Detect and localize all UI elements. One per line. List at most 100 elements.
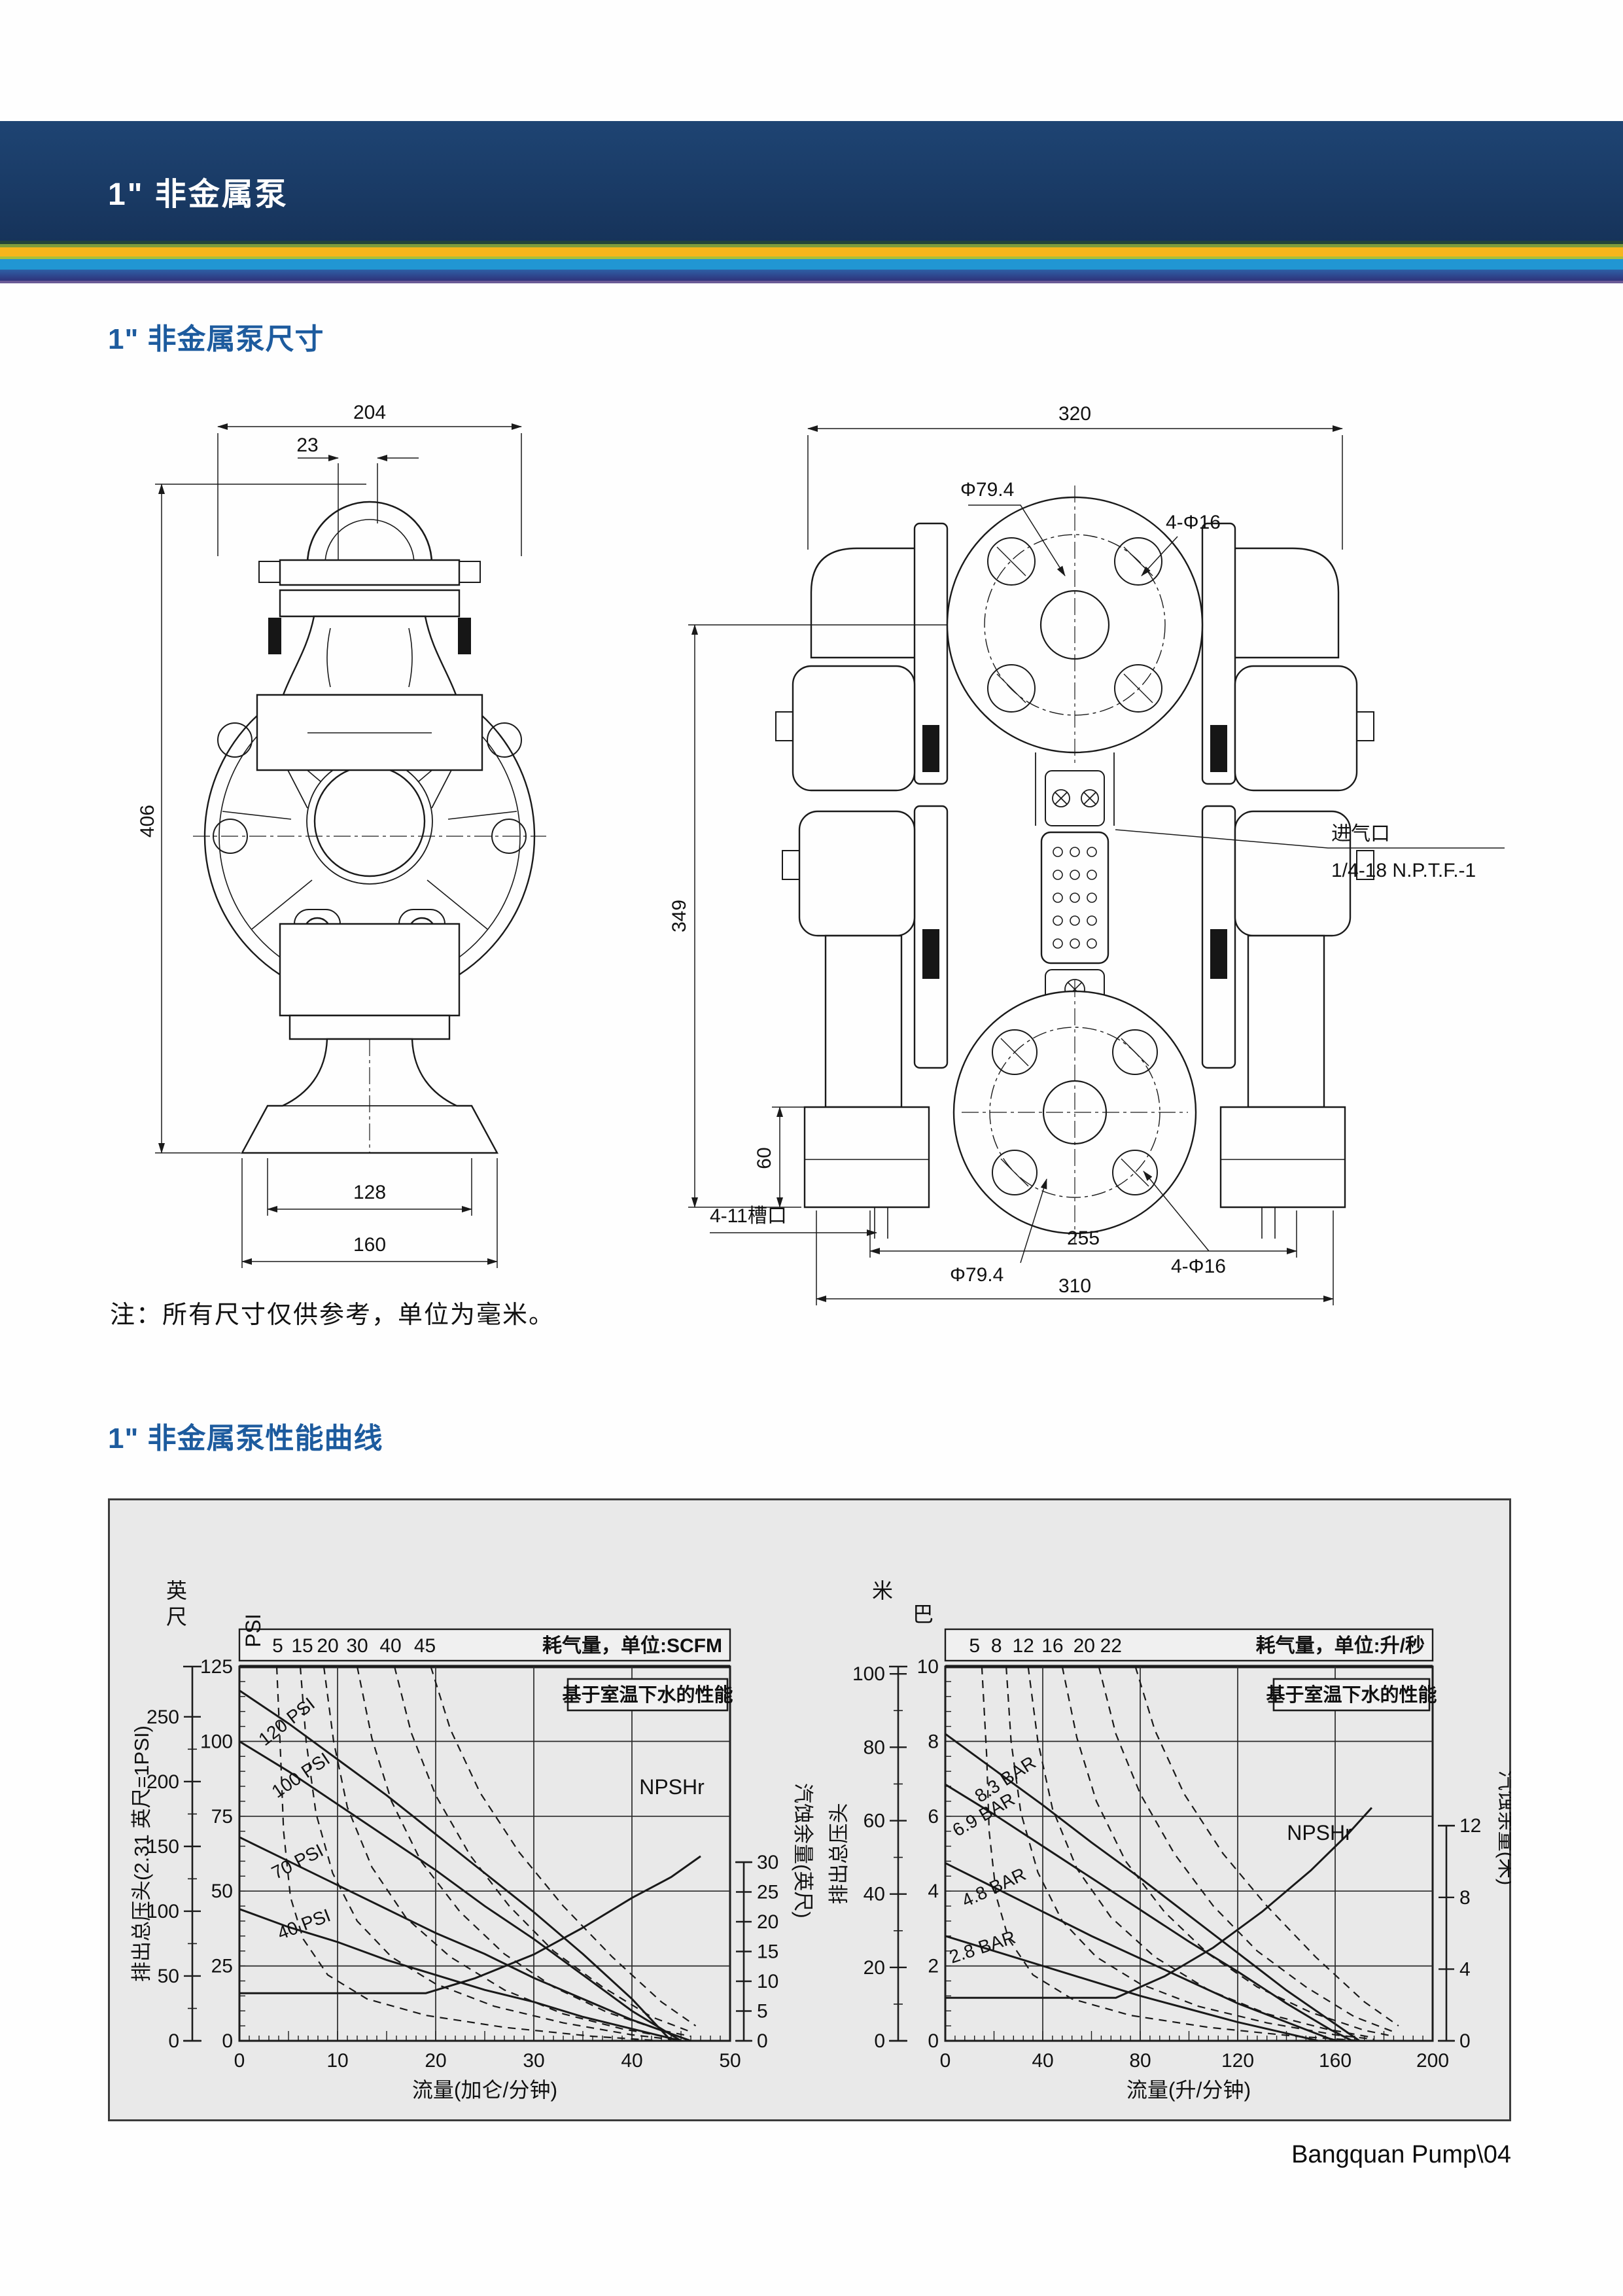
svg-text:200: 200 (1416, 2050, 1449, 2072)
curve-16 L/s (1061, 1666, 1394, 2038)
svg-text:30: 30 (346, 1635, 368, 1657)
curve-8 L/s (1005, 1666, 1374, 2040)
svg-text:150: 150 (147, 1836, 179, 1858)
dim-foot-span: 255 (1067, 1227, 1100, 1249)
svg-text:50: 50 (158, 1966, 179, 1987)
section-title-dimensions: 1" 非金属泵尺寸 (108, 323, 324, 355)
svg-text:0: 0 (168, 2030, 179, 2052)
svg-text:PSI: PSI (241, 1614, 265, 1648)
svg-text:75: 75 (211, 1806, 233, 1828)
svg-text:20: 20 (757, 1911, 778, 1933)
svg-text:25: 25 (757, 1882, 778, 1903)
dim-front-top-width: 204 (353, 402, 386, 423)
svg-text:0: 0 (874, 2030, 885, 2052)
curve-22 L/s (1134, 1666, 1399, 2027)
svg-text:30: 30 (757, 1852, 778, 1873)
air-inlet-label: 进气口 (1331, 823, 1390, 845)
svg-text:NPSHr: NPSHr (1287, 1821, 1352, 1845)
svg-text:30: 30 (523, 2050, 544, 2072)
svg-text:12: 12 (1013, 1635, 1034, 1657)
dimension-note: 注：所有尺寸仅供参考，单位为毫米。 (110, 1301, 555, 1329)
svg-text:100: 100 (200, 1731, 233, 1752)
curve-5 SCFM (275, 1666, 662, 2042)
svg-text:巴: 巴 (913, 1602, 934, 1626)
curve-6.9 BAR (945, 1783, 1353, 2042)
svg-text:12: 12 (1459, 1815, 1481, 1837)
svg-text:125: 125 (200, 1656, 233, 1678)
curve-100 PSI (239, 1740, 682, 2042)
svg-text:5: 5 (969, 1635, 980, 1657)
svg-text:250: 250 (147, 1706, 179, 1728)
svg-text:80: 80 (864, 1737, 885, 1758)
dim-front-port-offset: 23 (296, 434, 318, 456)
curve-8.3 BAR (945, 1733, 1361, 2042)
front-view-dimensions (155, 423, 522, 1268)
svg-text:尺: 尺 (166, 1605, 187, 1629)
performance-panel (108, 1498, 1511, 2121)
svg-text:5: 5 (272, 1635, 283, 1657)
svg-text:汽蚀余量(英尺): 汽蚀余量(英尺) (792, 1783, 814, 1918)
svg-text:米: 米 (872, 1579, 893, 1602)
svg-text:100: 100 (147, 1901, 179, 1922)
svg-text:70 PSI: 70 PSI (268, 1840, 326, 1883)
curve-120 PSI (239, 1689, 672, 2042)
svg-text:0: 0 (940, 2050, 951, 2072)
svg-text:4.8 BAR: 4.8 BAR (958, 1863, 1029, 1911)
air-consumption-strip (238, 1628, 731, 1662)
svg-text:20: 20 (1073, 1635, 1095, 1657)
stripe-yellow-green (0, 256, 1623, 259)
svg-text:25: 25 (211, 1956, 233, 1977)
side-view-dimensions (688, 425, 1505, 1305)
footer-brand: Bangquan Pump\04 (1291, 2141, 1511, 2168)
dimension-drawings: 204 23 406 128 160 (137, 402, 1623, 1374)
dim-front-foot-outer: 160 (353, 1234, 386, 1256)
dim-side-top-width: 320 (1058, 403, 1091, 425)
note-box (1272, 1678, 1431, 1712)
svg-text:耗气量，单位:升/秒: 耗气量，单位:升/秒 (1256, 1634, 1425, 1657)
svg-text:NPSHr: NPSHr (639, 1775, 705, 1799)
curve-5 L/s (981, 1666, 1365, 2042)
svg-text:20: 20 (317, 1635, 338, 1657)
svg-text:0: 0 (234, 2050, 245, 2072)
air-consumption-strip (944, 1628, 1434, 1662)
svg-text:2: 2 (928, 1956, 939, 1977)
curve-70 PSI (239, 1836, 691, 2042)
svg-text:15: 15 (291, 1635, 313, 1657)
svg-text:100: 100 (852, 1663, 885, 1685)
svg-text:40: 40 (621, 2050, 642, 2072)
note-box (567, 1678, 729, 1712)
curve-40 SCFM (393, 1666, 691, 2033)
svg-text:10: 10 (326, 2050, 348, 2072)
dim-flange-circle-top: Φ79.4 (960, 479, 1014, 501)
svg-text:基于室温下水的性能: 基于室温下水的性能 (1266, 1684, 1437, 1706)
air-inlet-spec: 1/4-18 N.P.T.F.-1 (1331, 860, 1476, 881)
svg-text:50: 50 (719, 2050, 741, 2072)
svg-text:8: 8 (1459, 1887, 1471, 1909)
dim-front-height: 406 (137, 805, 158, 838)
svg-text:200: 200 (147, 1771, 179, 1793)
stripe-dark-green (0, 241, 1623, 244)
svg-text:160: 160 (1319, 2050, 1352, 2072)
pump-side-view (776, 486, 1374, 1245)
stripe-yellow (0, 247, 1623, 256)
pump-front-view (193, 502, 546, 1153)
svg-text:排出总压头(2.31 英尺=1PSI): 排出总压头(2.31 英尺=1PSI) (130, 1725, 153, 1982)
svg-text:基于室温下水的性能: 基于室温下水的性能 (562, 1684, 733, 1706)
svg-text:流量(加仑/分钟): 流量(加仑/分钟) (412, 2078, 557, 2102)
stripe-olive (0, 244, 1623, 247)
svg-text:10: 10 (917, 1656, 939, 1678)
svg-text:4: 4 (928, 1881, 939, 1902)
svg-text:40: 40 (379, 1635, 401, 1657)
svg-text:0: 0 (928, 2030, 939, 2052)
stripe-purple (0, 281, 1623, 283)
curve-NPSHr (945, 1807, 1372, 1999)
svg-text:5: 5 (757, 2001, 768, 2022)
svg-text:120: 120 (1221, 2050, 1254, 2072)
svg-text:汽蚀余量(米): 汽蚀余量(米) (1495, 1771, 1511, 1886)
page-title: 1" 非金属泵 (108, 177, 288, 212)
svg-text:0: 0 (757, 2030, 768, 2052)
svg-text:15: 15 (757, 1941, 778, 1963)
